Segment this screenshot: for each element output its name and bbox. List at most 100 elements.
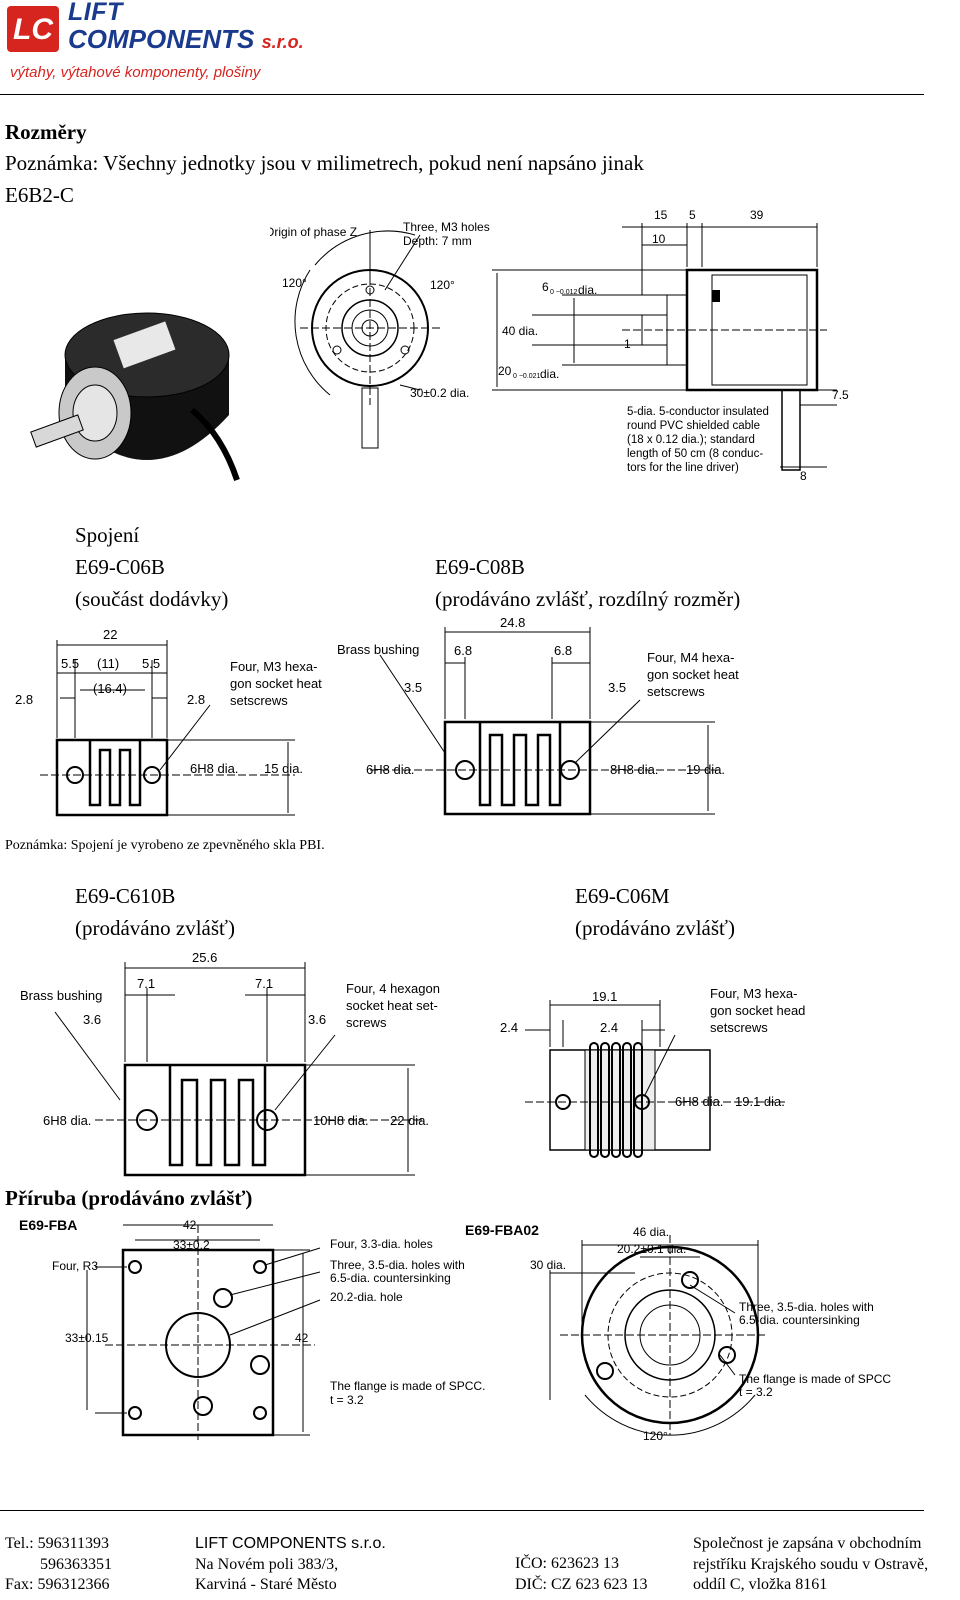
- fba-holes-2b: 6.5-dia. countersinking: [330, 1271, 451, 1285]
- c06m-screws-2: gon socket head: [710, 1003, 805, 1018]
- dim-1: 1: [624, 337, 631, 351]
- coupling-c08b-drawing: 24.8 6.8 6.8 3.5 3.5 Brass bushing Four,…: [337, 615, 739, 816]
- angle-left: 120°: [282, 276, 307, 290]
- fba-material-2: t = 3.2: [330, 1393, 364, 1407]
- body-dia: 40 dia.: [502, 324, 538, 338]
- brand-name-line1: LIFT: [68, 0, 123, 26]
- c610b-dim-256: 25.6: [192, 950, 217, 965]
- footer-divider: [0, 1510, 924, 1511]
- encoder-side-view: 15 5 39 10 6 0 −0.012 dia. 40 dia. 20 0 …: [492, 208, 849, 483]
- dim-7-5: 7.5: [832, 388, 849, 402]
- footer-dic: DIČ: CZ 623 623 13: [515, 1575, 648, 1593]
- boss-dia: 20: [498, 364, 512, 378]
- cable-note-2: round PVC shielded cable: [627, 420, 760, 432]
- couplings-title: Spojení: [75, 523, 140, 547]
- footer-fax: Fax: 596312366: [5, 1576, 110, 1593]
- footer-city: Karviná - Staré Město: [195, 1576, 337, 1593]
- fba02-dim-46: 46 dia.: [633, 1225, 669, 1239]
- c06b-dim-11: (11): [97, 656, 119, 671]
- coupling-c06m-drawing: 19.1 2.4 2.4 Four, M3 hexa- gon socket h…: [500, 986, 805, 1158]
- c08b-bushing: Brass bushing: [337, 642, 419, 657]
- dim-10: 10: [652, 232, 666, 246]
- footer-phone: Tel.: 596311393 596363351 Fax: 596312366: [5, 1534, 112, 1596]
- fba02-material-2: t = 3.2: [739, 1385, 773, 1399]
- header-divider: [0, 94, 924, 95]
- cable-note-1: 5-dia. 5-conductor insulated: [627, 406, 769, 418]
- footer-address: LIFT COMPONENTS s.r.o. Na Novém poli 383…: [195, 1534, 386, 1596]
- c610b-model: E69-C610B: [75, 884, 176, 908]
- c06b-bore: 6H8 dia.: [190, 761, 238, 776]
- model-e6b2c: E6B2-C: [5, 183, 74, 207]
- holes-label-1: Three, M3 holes: [403, 220, 490, 234]
- c06m-bore: 6H8 dia.: [675, 1094, 723, 1109]
- footer-reg-2: rejstříku Krajského soudu v Ostravě,: [693, 1555, 929, 1573]
- fba-r3: Four, R3: [52, 1259, 98, 1273]
- angle-right: 120°: [430, 278, 455, 292]
- c610b-dim-36a: 3.6: [83, 1012, 101, 1027]
- fba-dim-42-top: 42: [183, 1218, 197, 1232]
- c06m-dim-24b: 2.4: [600, 1020, 618, 1035]
- c06b-note: (součást dodávky): [75, 587, 229, 611]
- c610b-dim-36b: 3.6: [308, 1012, 326, 1027]
- fba-holes-2a: Three, 3.5-dia. holes with: [330, 1258, 465, 1272]
- c06b-screws-1: Four, M3 hexa-: [230, 659, 317, 674]
- flange-fba02-drawing: E69-FBA02 46 dia. 20.2±0.1 dia. 30 dia. …: [465, 1222, 891, 1443]
- c610b-screws-3: screws: [346, 1015, 387, 1030]
- c06b-dim-164: (16.4): [93, 681, 127, 696]
- brand-name-line2: COMPONENTS s.r.o.: [68, 24, 304, 55]
- material-note: Poznámka: Spojení je vyrobeno ze zpevněn…: [5, 838, 325, 853]
- origin-label: Origin of phase Z: [270, 225, 357, 239]
- c08b-od: 19 dia.: [686, 762, 725, 777]
- c08b-note: (prodáváno zvlášť, rozdílný rozměr): [435, 587, 741, 611]
- fba02-angle: 120°: [643, 1429, 668, 1443]
- c08b-dim-68a: 6.8: [454, 643, 472, 658]
- c08b-bore-left: 6H8 dia.: [366, 762, 414, 777]
- encoder-front-view: Origin of phase Z Three, M3 holes Depth:…: [270, 220, 490, 449]
- fba-model: E69-FBA: [19, 1217, 77, 1233]
- c06m-screws-3: setscrews: [710, 1020, 768, 1035]
- footer-company: LIFT COMPONENTS s.r.o.: [195, 1535, 386, 1552]
- c08b-dim-35a: 3.5: [404, 680, 422, 695]
- c08b-screws-2: gon socket heat: [647, 667, 739, 682]
- c06b-dim-55a: 5.5: [61, 656, 79, 671]
- c610b-od: 22 dia.: [390, 1113, 429, 1128]
- footer-street: Na Novém poli 383/3,: [195, 1555, 339, 1573]
- fba02-dim-30: 30 dia.: [530, 1258, 566, 1272]
- c610b-note: (prodáváno zvlášť): [75, 916, 235, 940]
- c08b-bore-right: 8H8 dia.: [610, 762, 658, 777]
- pcd-dim: 30±0.2 dia.: [410, 386, 469, 400]
- c06m-dim-191: 19.1: [592, 989, 617, 1004]
- c06b-dim-55b: 5.5: [142, 656, 160, 671]
- units-note: Poznámka: Všechny jednotky jsou v milime…: [5, 151, 644, 175]
- footer-reg-3: oddíl C, vložka 8161: [693, 1576, 828, 1593]
- fba02-material-1: The flange is made of SPCC: [739, 1372, 891, 1386]
- c06b-dim-22: 22: [103, 630, 117, 642]
- footer-registration: Společnost je zapsána v obchodním rejstř…: [693, 1534, 928, 1596]
- cable-note-3: (18 x 0.12 dia.); standard: [627, 434, 755, 446]
- c08b-model: E69-C08B: [435, 555, 525, 579]
- coupling-c06b-drawing: 22 5.5 (11) 5.5 (16.4) 2.8 2.8 Four, M3 …: [15, 630, 322, 817]
- footer-ico: IČO: 623623 13: [515, 1555, 619, 1572]
- fba02-dim-202: 20.2±0.1 dia.: [617, 1242, 686, 1256]
- dim-15: 15: [654, 208, 668, 222]
- c610b-screws-2: socket heat set-: [346, 998, 438, 1013]
- tagline: výtahy, výtahové komponenty, plošiny: [10, 64, 261, 81]
- c08b-screws-3: setscrews: [647, 684, 705, 699]
- dim-39: 39: [750, 208, 764, 222]
- c610b-dim-71b: 7.1: [255, 976, 273, 991]
- logo-mark: LC: [13, 13, 53, 46]
- shaft-tol: 0 −0.012: [550, 289, 578, 296]
- footer-tel: Tel.: 596311393: [5, 1535, 110, 1552]
- fba-dim-33-side: 33±0.15: [65, 1331, 109, 1345]
- c06m-model: E69-C06M: [575, 884, 670, 908]
- footer-reg-1: Společnost je zapsána v obchodním: [693, 1535, 922, 1552]
- fba-dim-33: 33±0.2: [173, 1238, 210, 1252]
- flanges-title: Příruba (prodáváno zvlášť): [5, 1186, 253, 1210]
- fba-hole-20: 20.2-dia. hole: [330, 1290, 403, 1304]
- footer-ids: IČO: 623623 13 DIČ: CZ 623 623 13: [515, 1554, 647, 1595]
- c610b-bore-right: 10H8 dia.: [313, 1113, 369, 1128]
- c08b-dim-248: 24.8: [500, 615, 525, 630]
- c06m-od: 19.1 dia.: [735, 1094, 785, 1109]
- c610b-bushing: Brass bushing: [20, 988, 102, 1003]
- c06b-dim-28b: 2.8: [187, 692, 205, 707]
